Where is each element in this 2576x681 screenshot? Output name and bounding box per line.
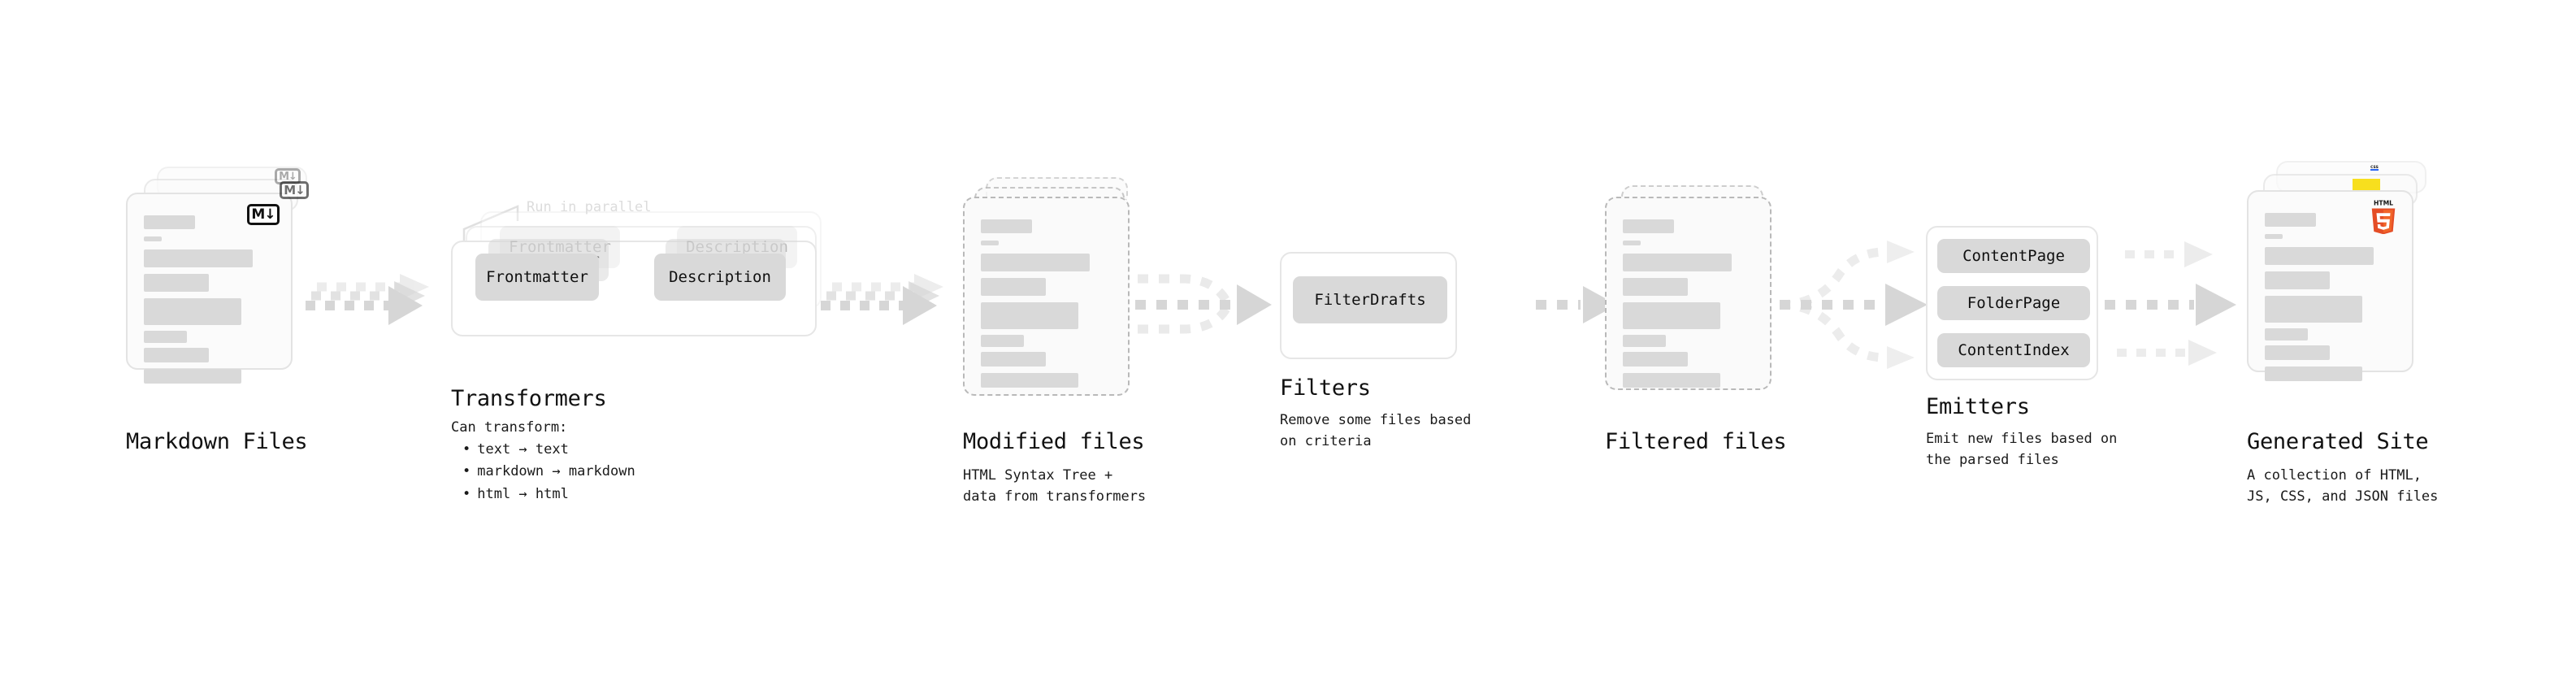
markdown-icon-mid: M↓ — [280, 181, 309, 199]
markdown-icon: M↓ — [247, 204, 280, 225]
modified-card-front — [963, 197, 1130, 396]
stage-transformers: Frontmatter Frontmatter Frontmatter Desc… — [451, 203, 833, 349]
chip-description[interactable]: Description — [654, 254, 786, 301]
transformers-subtitle-heading: Can transform: — [451, 419, 568, 436]
svg-text:CSS: CSS — [2370, 165, 2379, 170]
transform-bullet-1: markdown → markdown — [451, 461, 635, 483]
stage-filtered-files — [1605, 185, 1780, 390]
stage-subtitle-emitters: Emit new files based on the parsed files — [1926, 431, 2118, 469]
css3-icon: CSS — [2370, 165, 2379, 171]
stage-title-markdown-files: Markdown Files — [126, 429, 308, 454]
connector-transformers-to-modified — [821, 274, 943, 325]
stage-subtitle-modified-files: HTML Syntax Tree + data from transformer… — [963, 467, 1147, 505]
stage-markdown-files: M↓ M↓ M↓ — [126, 167, 317, 384]
html5-icon: HTML — [2371, 200, 2396, 234]
chip-filterdrafts[interactable]: FilterDrafts — [1293, 276, 1447, 323]
stage-generated-site: CSS HTML — [2247, 161, 2438, 381]
site-card-front: HTML — [2247, 190, 2413, 381]
transform-bullet-2: html → html — [451, 484, 635, 505]
stage-title-emitters: Emitters — [1926, 394, 2030, 419]
connector-modified-to-filters — [1135, 274, 1272, 334]
connector-emitters-to-site — [2105, 241, 2236, 366]
connector-filtered-to-emitters — [1779, 241, 1928, 369]
stage-title-transformers: Transformers — [451, 386, 607, 411]
chip-folderpage[interactable]: FolderPage — [1937, 286, 2090, 320]
stage-subtitle-filters: Remove some files based on criteria — [1280, 412, 1472, 450]
stage-title-generated-site: Generated Site — [2247, 429, 2429, 454]
transform-bullet-0: text → text — [451, 439, 635, 461]
connector-markdown-to-transformers — [306, 274, 429, 325]
filtered-card-front — [1605, 197, 1772, 390]
markdown-card-front: M↓ — [126, 193, 293, 384]
chip-frontmatter[interactable]: Frontmatter — [475, 254, 599, 301]
filters-group: FilterDrafts — [1280, 252, 1457, 359]
stage-modified-files — [963, 177, 1138, 396]
run-in-parallel-label: Run in parallel — [527, 199, 652, 215]
chip-contentindex[interactable]: ContentIndex — [1937, 333, 2090, 367]
svg-text:HTML: HTML — [2374, 200, 2393, 207]
stage-title-filtered-files: Filtered files — [1605, 429, 1787, 454]
emitters-group: ContentPage FolderPage ContentIndex — [1926, 226, 2098, 380]
chip-contentpage[interactable]: ContentPage — [1937, 239, 2090, 273]
stage-title-filters: Filters — [1280, 375, 1371, 401]
stage-subtitle-generated-site: A collection of HTML, JS, CSS, and JSON … — [2247, 467, 2439, 505]
transformers-subtitle: Can transform: text → text markdown → ma… — [451, 417, 635, 505]
stage-title-modified-files: Modified files — [963, 429, 1145, 454]
